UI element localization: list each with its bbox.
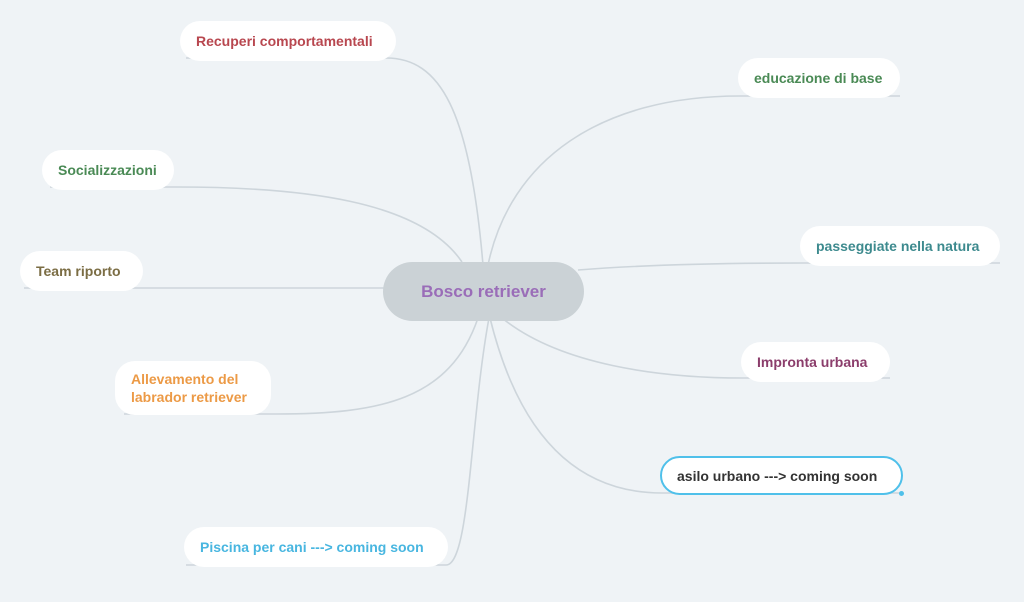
connector-piscina: [186, 317, 490, 566]
central-topic[interactable]: Bosco retriever: [383, 262, 584, 321]
topic-socializzazioni[interactable]: Socializzazioni: [42, 150, 174, 190]
selection-handle[interactable]: [899, 491, 904, 496]
connector-allevamento: [124, 317, 479, 415]
topic-team-riporto[interactable]: Team riporto: [20, 251, 143, 291]
topic-educazione[interactable]: educazione di base: [738, 58, 900, 98]
topic-impronta[interactable]: Impronta urbana: [741, 342, 890, 382]
topic-recuperi[interactable]: Recuperi comportamentali: [180, 21, 396, 61]
topic-asilo[interactable]: asilo urbano ---> coming soon: [660, 456, 903, 495]
connector-asilo: [489, 317, 901, 494]
topic-passeggiate[interactable]: passeggiate nella natura: [800, 226, 1000, 266]
connector-socializzazioni: [50, 186, 463, 263]
topic-allevamento[interactable]: Allevamento del labrador retriever: [115, 361, 271, 415]
connector-recuperi: [186, 57, 484, 266]
connector-educazione: [487, 95, 900, 266]
topic-piscina[interactable]: Piscina per cani ---> coming soon: [184, 527, 448, 567]
connector-passeggiate: [577, 262, 1000, 271]
connector-impronta: [501, 317, 890, 379]
